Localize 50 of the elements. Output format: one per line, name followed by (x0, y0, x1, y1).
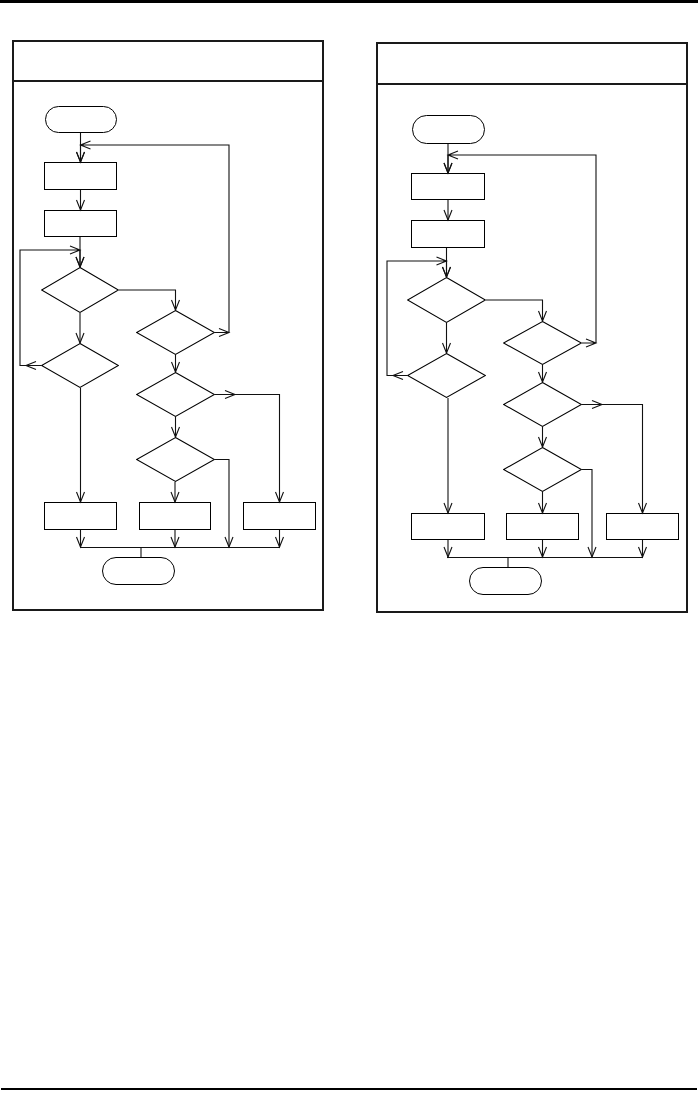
decision-diamond (503, 321, 582, 365)
flow-arrow (443, 397, 453, 514)
process-box (411, 513, 485, 540)
flow-arrow (485, 299, 548, 322)
flow-arrow (170, 354, 181, 373)
flow-arrow (118, 289, 181, 311)
process-box (606, 513, 679, 540)
flow-arrow (75, 529, 86, 548)
process-box (44, 502, 117, 530)
panel-frame (12, 40, 324, 611)
decision-diamond (136, 372, 215, 417)
decision-diamond (407, 353, 486, 398)
process-box (411, 220, 485, 248)
flow-arrow (443, 150, 598, 348)
flow-arrow (75, 189, 86, 211)
flow-arrow (386, 256, 452, 381)
flow-arrow (537, 539, 548, 558)
flow-arrow (537, 426, 548, 448)
flow-arrow (19, 245, 85, 371)
flow-arrow (443, 539, 453, 558)
decision-diamond (503, 447, 582, 492)
decision-diamond (407, 277, 486, 323)
flow-arrow (75, 312, 85, 344)
flow-arrow (581, 399, 648, 514)
process-box (44, 162, 117, 190)
process-box (139, 502, 211, 530)
decision-diamond (503, 382, 582, 427)
flow-arrow (537, 364, 548, 383)
flow-arrow (170, 416, 181, 438)
process-box (44, 210, 117, 237)
flow-arrow (75, 387, 86, 503)
flow-arrow (170, 481, 180, 503)
process-box (411, 173, 485, 200)
flow-arrow (441, 322, 452, 354)
flow-arrow (75, 140, 231, 338)
flow-arrow (274, 529, 285, 548)
flow-arrow (537, 491, 548, 514)
flow-arrow (214, 389, 285, 503)
flow-arrow (443, 199, 453, 221)
decision-diamond (41, 343, 119, 388)
decision-diamond (136, 310, 215, 355)
process-box (506, 513, 579, 540)
flow-arrow (214, 458, 234, 548)
decision-diamond (136, 437, 215, 482)
flow-arrow (637, 539, 648, 558)
process-box (243, 502, 316, 530)
panel-frame (376, 42, 688, 613)
flow-arrow (581, 468, 597, 558)
flow-arrow (170, 529, 180, 548)
decision-diamond (41, 267, 119, 313)
